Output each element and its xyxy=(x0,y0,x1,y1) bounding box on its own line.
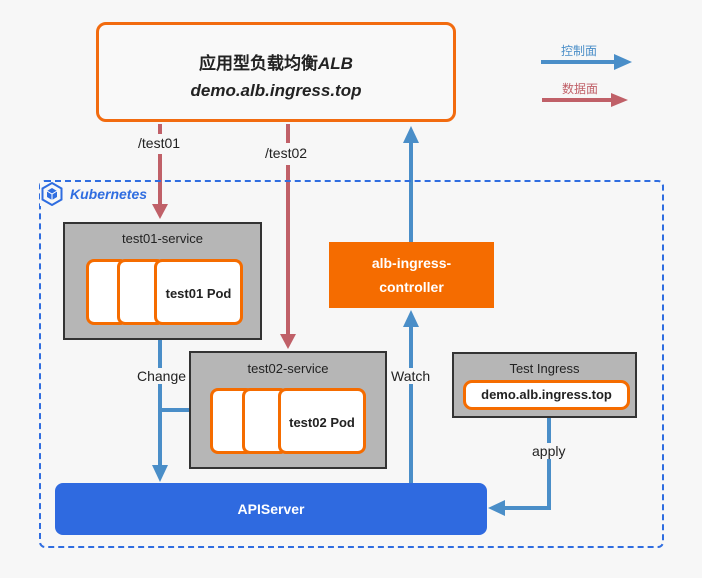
test01-route-arrow xyxy=(152,124,168,219)
alb-title: 应用型负载均衡ALB xyxy=(199,54,353,73)
legend-control-arrow xyxy=(541,54,632,70)
test01-service-node[interactable]: test01-service test01 Pod xyxy=(63,222,262,340)
test02-service-node[interactable]: test02-service test02 Pod xyxy=(189,351,387,469)
legend-control-plane-label: 控制面 xyxy=(561,44,598,58)
kubernetes-label: Kubernetes xyxy=(70,186,148,202)
apiserver-node[interactable]: APIServer xyxy=(55,483,487,535)
watch-label: Watch xyxy=(391,368,431,384)
apply-label: apply xyxy=(532,443,566,459)
alb-host: demo.alb.ingress.top xyxy=(190,81,362,100)
kubernetes-icon xyxy=(40,181,64,207)
test-ingress-title: Test Ingress xyxy=(509,361,580,376)
route-label-test01: /test01 xyxy=(138,135,181,151)
test02-pod-label: test02 Pod xyxy=(289,415,355,430)
legend-data-arrow xyxy=(542,93,628,107)
kubernetes-cluster-boundary xyxy=(39,180,664,548)
ingress-host: demo.alb.ingress.top xyxy=(463,380,630,410)
controller-label-line2: controller xyxy=(379,279,444,295)
test01-service-label: test01-service xyxy=(122,231,203,246)
test01-pod-label: test01 Pod xyxy=(165,286,232,301)
route-label-test02: /test02 xyxy=(265,145,308,161)
test02-service-label: test02-service xyxy=(247,361,329,376)
watch-arrow xyxy=(403,310,419,483)
test01-pod[interactable]: test01 Pod xyxy=(154,259,243,325)
change-arrow xyxy=(152,340,190,482)
alb-node[interactable]: 应用型负载均衡ALB demo.alb.ingress.top xyxy=(96,22,456,122)
alb-ingress-controller-node[interactable]: alb-ingress- controller xyxy=(329,242,494,308)
test02-pod[interactable]: test02 Pod xyxy=(278,388,366,454)
controller-to-alb-arrow xyxy=(403,126,419,242)
controller-label-line1: alb-ingress- xyxy=(371,255,452,271)
test02-route-arrow xyxy=(280,124,296,349)
change-label: Change xyxy=(137,368,187,384)
legend-data-plane-label: 数据面 xyxy=(562,82,599,96)
test-ingress-node[interactable]: Test Ingress demo.alb.ingress.top xyxy=(452,352,637,418)
